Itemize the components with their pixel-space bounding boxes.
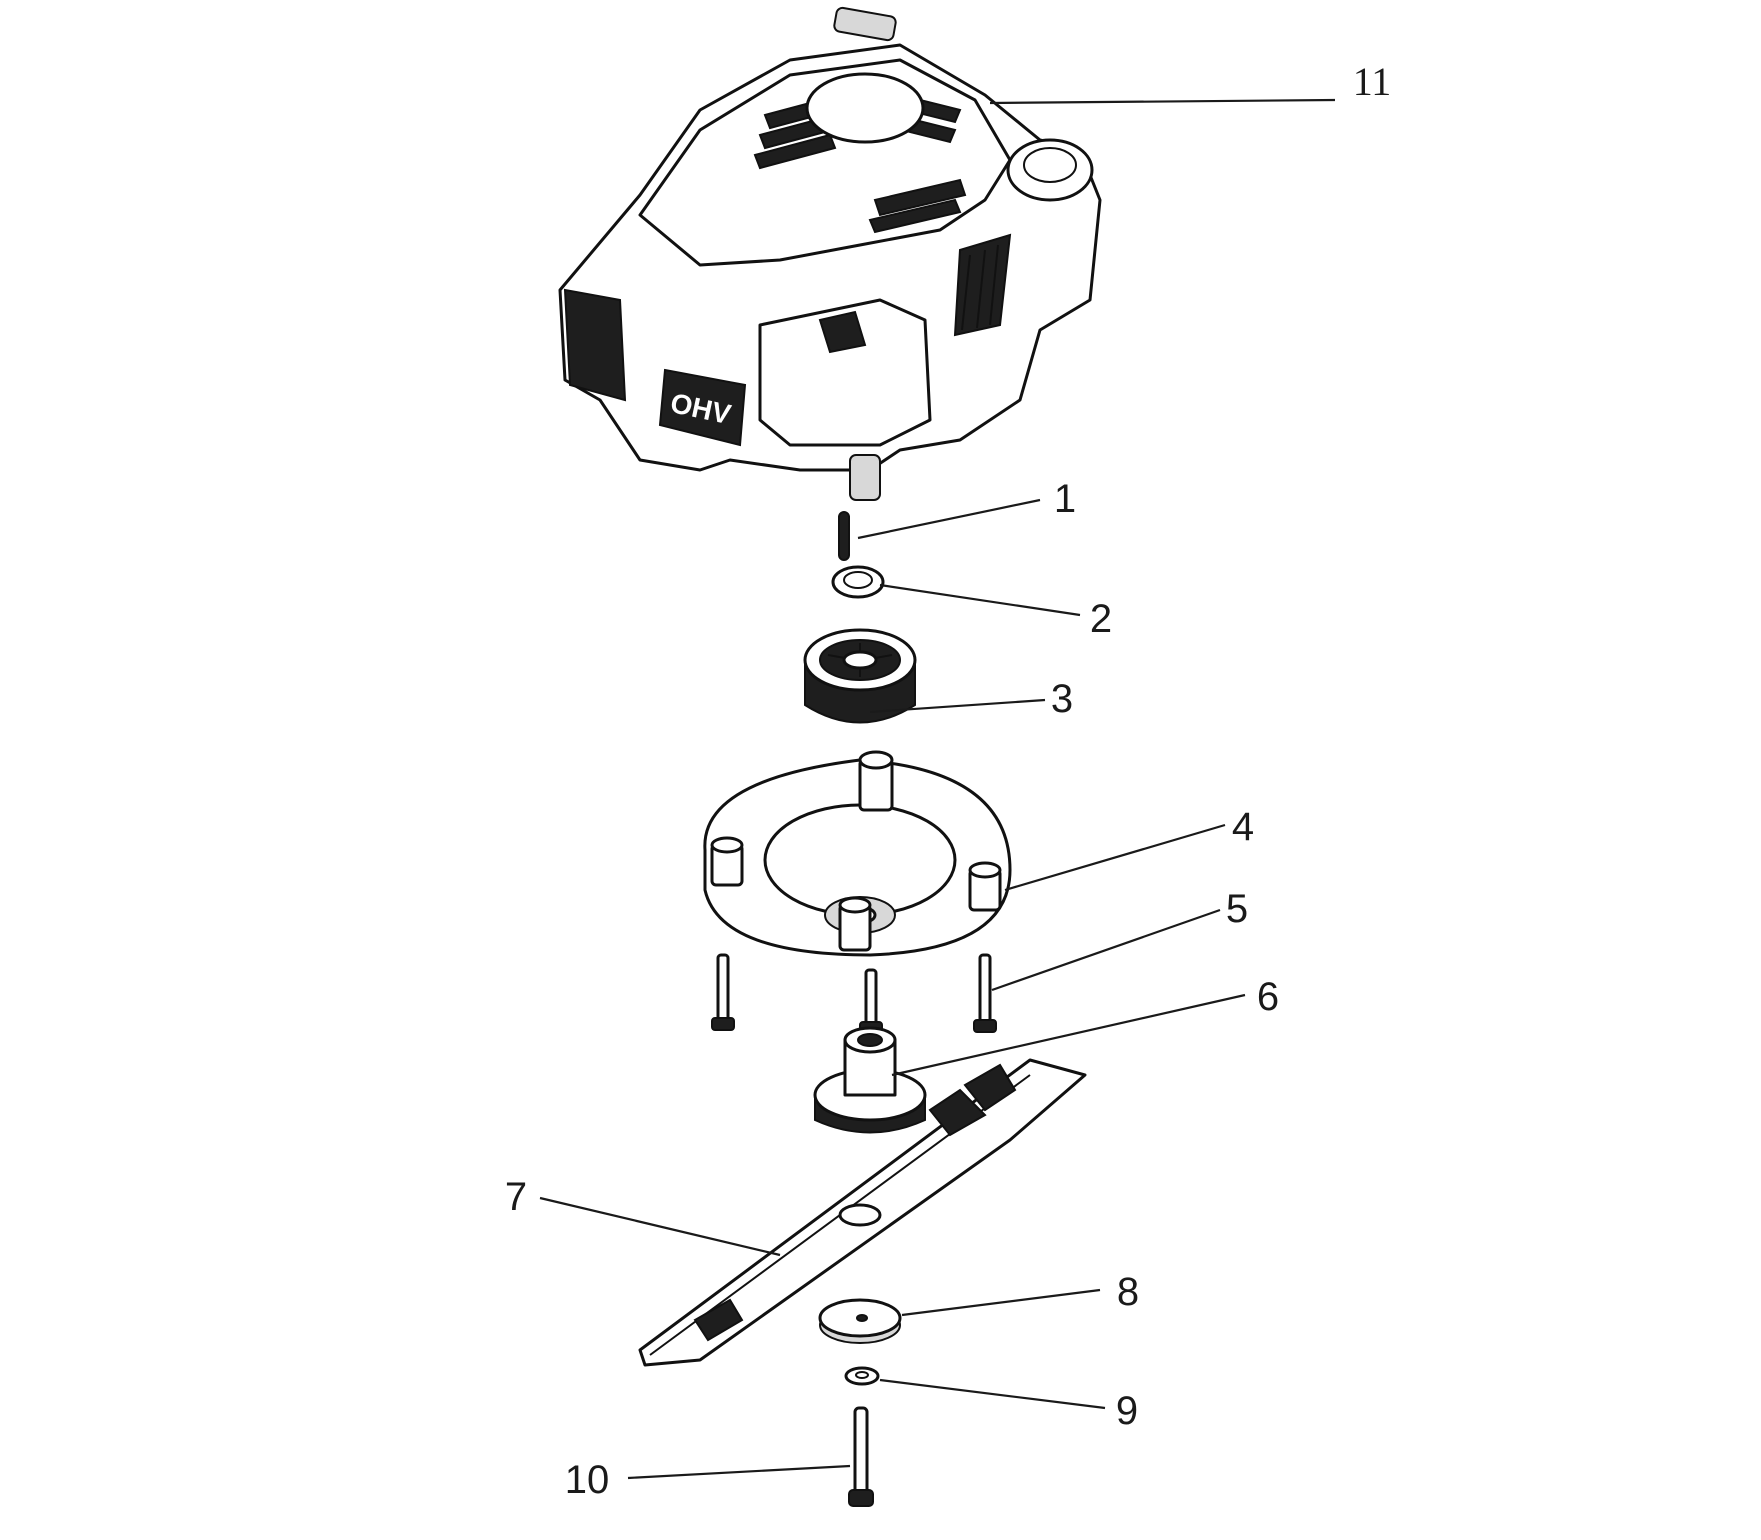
part-label-1: 1	[1054, 477, 1076, 521]
part-labels: 11 1 2 3 4 5 6 7 8 9 10	[505, 59, 1391, 1502]
part-label-3: 3	[1051, 677, 1073, 721]
ohv-badge: OHV	[658, 368, 747, 447]
leader-line-9	[879, 1378, 1106, 1410]
part-label-11: 11	[1353, 59, 1392, 104]
crankshaft-stub	[849, 454, 881, 501]
leader-line-7	[539, 1196, 781, 1257]
part-label-4: 4	[1232, 805, 1254, 849]
adapter-bolts-drawing	[711, 953, 997, 1035]
pull-handle	[833, 6, 897, 42]
blade-drawing	[638, 1058, 1087, 1367]
leader-line-6	[891, 993, 1246, 1077]
leader-line-1	[857, 498, 1041, 540]
leader-line-3	[869, 698, 1046, 714]
adapter-housing-drawing	[703, 750, 1012, 957]
part-label-10: 10	[565, 1458, 610, 1502]
side-grille	[563, 288, 627, 402]
leader-line-10	[627, 1464, 851, 1480]
blade-washer-drawing	[818, 1298, 902, 1344]
leader-line-2	[879, 583, 1081, 617]
blade-bolt-drawing	[848, 1406, 874, 1507]
part-label-2: 2	[1090, 597, 1112, 641]
part-label-6: 6	[1257, 975, 1279, 1019]
leader-line-4	[1004, 823, 1226, 892]
washer-drawing	[831, 565, 885, 599]
key-drawing	[838, 511, 850, 561]
leader-line-8	[901, 1288, 1101, 1317]
right-cooling-fins	[953, 233, 1012, 337]
pulley-drawing	[803, 628, 917, 724]
top-vents	[753, 93, 967, 234]
part-label-7: 7	[505, 1175, 527, 1219]
recoil-start-disc	[805, 72, 925, 144]
hub-drawing	[813, 1026, 927, 1134]
engine-drawing: OHV	[558, 6, 1102, 501]
lock-washer-drawing	[844, 1366, 880, 1386]
part-label-9: 9	[1116, 1389, 1138, 1433]
leader-line-11	[989, 98, 1336, 105]
leader-lines	[539, 98, 1336, 1480]
part-label-8: 8	[1117, 1270, 1139, 1314]
leader-line-5	[991, 908, 1221, 992]
air-filter-box	[758, 298, 932, 447]
part-label-5: 5	[1226, 887, 1248, 931]
